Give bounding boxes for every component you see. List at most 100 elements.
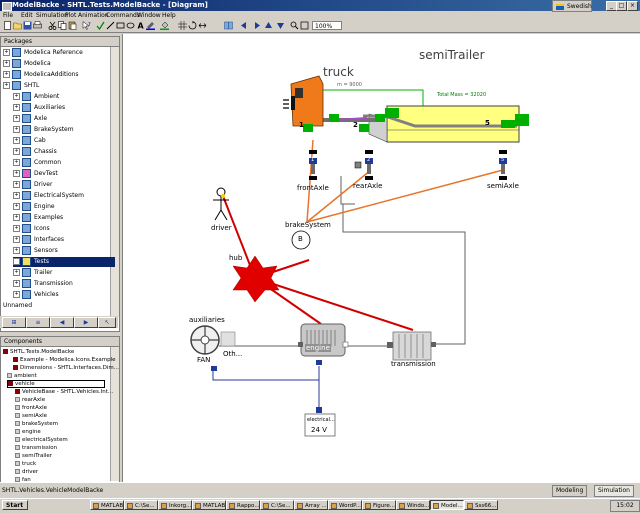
component-item[interactable]: truck (15, 460, 36, 468)
connector-semi-2[interactable] (515, 114, 529, 126)
expand-icon[interactable]: + (13, 159, 20, 166)
package-item[interactable]: +Engine (13, 202, 55, 212)
package-item[interactable]: +Common (13, 158, 61, 168)
taskbar-item[interactable]: Windo... (396, 500, 430, 510)
paste-icon[interactable] (68, 21, 77, 30)
maximize-button[interactable]: □ (616, 1, 627, 11)
grid-icon[interactable] (178, 21, 187, 30)
start-button[interactable]: Start (2, 500, 28, 510)
other-aux-box[interactable] (220, 331, 236, 347)
package-item[interactable]: +Axle (13, 114, 47, 124)
taskbar-item[interactable]: Array ... (294, 500, 328, 510)
package-item[interactable]: +Tests (13, 257, 115, 267)
package-item[interactable]: +Sensors (13, 246, 58, 256)
line-color-icon[interactable] (146, 21, 155, 30)
package-item[interactable]: +Trailer (13, 268, 52, 278)
taskbar-item[interactable]: Model... (430, 500, 464, 510)
menu-animation[interactable]: Animation (78, 12, 109, 19)
expand-icon[interactable]: + (3, 60, 10, 67)
text-tool-icon[interactable]: A (136, 21, 145, 31)
rotate-icon[interactable] (188, 21, 197, 30)
fit-window-icon[interactable] (300, 21, 309, 30)
expand-icon[interactable]: + (13, 148, 20, 155)
new-file-icon[interactable] (3, 21, 12, 30)
menu-commands[interactable]: Commands (106, 12, 140, 19)
taskbar-item[interactable]: Rappo... (226, 500, 260, 510)
expand-icon[interactable]: + (3, 71, 10, 78)
front-axle-icon[interactable] (309, 150, 317, 180)
expand-icon[interactable]: + (3, 82, 10, 89)
menu-simulation[interactable]: Simulation (36, 12, 68, 19)
expand-icon[interactable]: + (13, 247, 20, 254)
package-item[interactable]: +Modelica Reference (3, 48, 83, 58)
language-indicator[interactable]: Swedish (552, 0, 592, 12)
save-icon[interactable] (23, 21, 32, 30)
connector-front-truck[interactable] (303, 124, 313, 132)
expand-icon[interactable]: + (13, 181, 20, 188)
taskbar-item[interactable]: MATLAB (192, 500, 226, 510)
package-item[interactable]: +Ambient (13, 92, 59, 102)
expand-icon[interactable]: + (13, 203, 20, 210)
up-button[interactable]: ↖ (98, 317, 116, 328)
browse-button[interactable]: ≡ (26, 317, 50, 328)
close-button[interactable]: × (627, 1, 638, 11)
taskbar-item[interactable]: C:\Se... (124, 500, 158, 510)
component-item[interactable]: fan (15, 476, 31, 484)
fill-color-icon[interactable] (160, 21, 169, 30)
package-item[interactable]: +Chassis (13, 147, 57, 157)
taskbar-item[interactable]: MATLAB (90, 500, 124, 510)
expand-icon[interactable]: + (13, 258, 20, 265)
help-pointer-icon[interactable]: ? (82, 21, 91, 30)
component-item[interactable]: semiTrailer (15, 452, 52, 460)
driver-port[interactable] (221, 194, 225, 198)
brake-system-icon[interactable] (291, 230, 311, 250)
menu-edit[interactable]: Edit (21, 12, 33, 19)
component-item[interactable]: electricalSystem (15, 436, 68, 444)
component-item[interactable]: transmission (15, 444, 57, 452)
package-item[interactable]: Unnamed (3, 301, 32, 311)
package-item[interactable]: +Interfaces (13, 235, 64, 245)
connector-rear-truck-2[interactable] (375, 114, 385, 122)
package-item[interactable]: +Cab (13, 136, 46, 146)
menu-window[interactable]: Window (137, 12, 161, 19)
connector-rear-truck[interactable] (359, 124, 369, 132)
connector-semi[interactable] (501, 120, 515, 128)
component-item[interactable]: Example - Modelica.Icons.Example (13, 356, 116, 364)
zoom-select[interactable]: 100% (312, 21, 342, 30)
component-item[interactable]: rearAxle (15, 396, 45, 404)
arrow-up-icon[interactable] (264, 21, 273, 30)
component-item[interactable]: vehicle (7, 380, 105, 388)
connector-trailer-kingpin[interactable] (385, 108, 399, 118)
arrow-down-icon[interactable] (276, 21, 285, 30)
component-item[interactable]: brakeSystem (15, 420, 58, 428)
component-item[interactable]: VehicleBase - SHTL.Vehicles.Int... (15, 388, 113, 396)
rectangle-tool-icon[interactable] (116, 21, 125, 30)
check-icon[interactable] (96, 21, 105, 30)
expand-icon[interactable]: + (13, 93, 20, 100)
package-item[interactable]: +Vehicles (13, 290, 59, 300)
aux-electrical-port[interactable] (211, 366, 217, 371)
packages-scrollbar[interactable] (110, 47, 119, 317)
taskbar-item[interactable]: WordP... (328, 500, 362, 510)
fan-icon[interactable] (190, 325, 220, 355)
cut-icon[interactable] (48, 21, 57, 30)
copy-icon[interactable] (58, 21, 67, 30)
package-item[interactable]: +ElectricalSystem (13, 191, 84, 201)
ellipse-tool-icon[interactable] (126, 21, 135, 30)
hub-star-icon[interactable] (232, 255, 280, 303)
package-item[interactable]: +Driver (13, 180, 52, 190)
back-button[interactable]: ◀ (50, 317, 74, 328)
arrow-right-icon[interactable] (252, 21, 261, 30)
expand-icon[interactable]: + (13, 170, 20, 177)
open-folder-icon[interactable] (13, 21, 22, 30)
engine-electrical-port[interactable] (316, 360, 322, 365)
tree-view-button[interactable]: ⊞ (2, 317, 26, 328)
package-item[interactable]: +Icons (13, 224, 50, 234)
component-item[interactable]: frontAxle (15, 404, 47, 412)
expand-icon[interactable]: + (13, 126, 20, 133)
library-icon[interactable] (224, 21, 233, 30)
connector-truck-mid[interactable] (329, 114, 339, 122)
package-item[interactable]: +Transmission (13, 279, 73, 289)
simulation-tab[interactable]: Simulation (594, 485, 634, 497)
package-item[interactable]: +SHTL (3, 81, 39, 91)
